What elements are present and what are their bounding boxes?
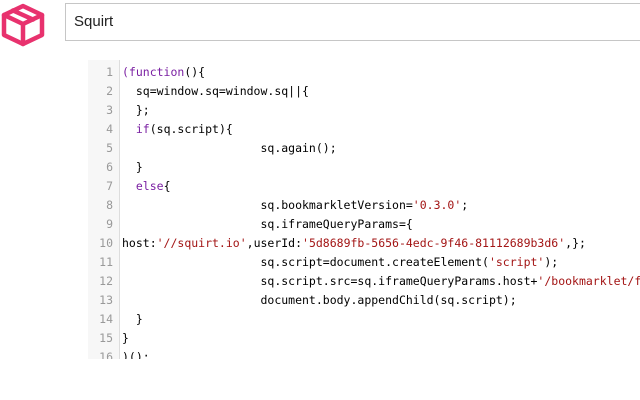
code-token: host: — [122, 236, 157, 250]
line-number: 7 — [106, 179, 113, 193]
code-text: document.body.appendChild(sq.script); — [122, 291, 517, 310]
code-text: else{ — [122, 177, 171, 196]
code-string: '5d8689fb-5656-4edc-9f46-81112689b3d6' — [302, 236, 566, 250]
code-keyword: if — [135, 122, 150, 136]
code-string: 'script' — [488, 255, 545, 269]
code-token: }; — [122, 103, 150, 117]
code-line: 14 } — [88, 310, 640, 329]
code-text: (function(){ — [122, 63, 205, 82]
code-line: 13 document.body.appendChild(sq.script); — [88, 291, 640, 310]
line-number: 12 — [99, 274, 113, 288]
code-token: )(); — [122, 350, 150, 359]
code-line: 7 else{ — [88, 177, 640, 196]
code-string: '//squirt.io' — [156, 236, 247, 250]
title-text: Squirt — [74, 13, 114, 30]
code-text: sq.bookmarkletVersion='0.3.0'; — [122, 196, 468, 215]
line-number: 5 — [106, 141, 113, 155]
code-token: sq.script=document.createElement( — [122, 255, 489, 269]
code-token: } — [122, 160, 143, 174]
code-token: ,userId: — [246, 236, 303, 250]
code-token: ,}; — [565, 236, 586, 250]
line-number: 2 — [106, 84, 113, 98]
code-token: { — [163, 179, 171, 193]
code-text: )(); — [122, 348, 150, 359]
code-line: 3 }; — [88, 101, 640, 120]
code-token: } — [122, 331, 129, 345]
line-number: 14 — [99, 312, 113, 326]
code-string: '0.3.0' — [412, 198, 462, 212]
line-number: 15 — [99, 331, 113, 345]
code-token: sq.script.src=sq.iframeQueryParams.host+ — [122, 274, 538, 288]
line-number: 10 — [99, 236, 113, 250]
code-text: sq.script=document.createElement('script… — [122, 253, 558, 272]
code-text: sq.again(); — [122, 139, 337, 158]
code-token: ; — [461, 198, 469, 212]
line-number: 11 — [99, 255, 113, 269]
line-number: 4 — [106, 122, 113, 136]
code-lines: 1(function(){2 sq=window.sq=window.sq||{… — [88, 63, 640, 359]
code-line: 5 sq.again(); — [88, 139, 640, 158]
code-token: (sq.script){ — [149, 122, 233, 136]
code-line: 11 sq.script=document.createElement('scr… — [88, 253, 640, 272]
code-token: document.body.appendChild(sq.script); — [122, 293, 517, 307]
line-number: 3 — [106, 103, 113, 117]
code-line: 16 )(); — [88, 348, 640, 359]
code-token: sq.again(); — [122, 141, 337, 155]
code-text: } — [122, 310, 143, 329]
code-token: (){ — [184, 65, 206, 79]
code-text: sq.script.src=sq.iframeQueryParams.host+… — [122, 272, 640, 291]
code-editor[interactable]: 1(function(){2 sq=window.sq=window.sq||{… — [88, 60, 640, 359]
code-token: } — [122, 312, 143, 326]
code-line: 9 sq.iframeQueryParams={ — [88, 215, 640, 234]
title-field[interactable]: Squirt — [65, 3, 640, 41]
code-line: 6 } — [88, 158, 640, 177]
code-text: } — [122, 158, 143, 177]
code-text: sq.iframeQueryParams={ — [122, 215, 413, 234]
line-number: 1 — [106, 65, 113, 79]
code-token: ); — [544, 255, 559, 269]
code-keyword: (function — [122, 65, 185, 79]
line-number: 9 — [106, 217, 113, 231]
line-number: 13 — [99, 293, 113, 307]
line-number: 16 — [99, 350, 113, 359]
cube-icon — [0, 3, 46, 47]
line-number-gutter — [88, 60, 120, 359]
code-token: sq=window.sq=window.sq||{ — [122, 84, 309, 98]
code-line: 4 if(sq.script){ — [88, 120, 640, 139]
code-token: sq.bookmarkletVersion= — [122, 198, 413, 212]
line-number: 8 — [106, 198, 113, 212]
code-token — [122, 122, 136, 136]
code-line: 1 (function(){ — [88, 63, 640, 82]
code-line: 10 host:'//squirt.io',userId:'5d8689fb-56… — [88, 234, 640, 253]
code-line: 15} — [88, 329, 640, 348]
page-bottom — [0, 359, 640, 400]
code-text: host:'//squirt.io',userId:'5d8689fb-5656… — [122, 234, 586, 253]
code-keyword: else — [135, 179, 164, 193]
code-text: } — [122, 329, 129, 348]
code-token: sq.iframeQueryParams={ — [122, 217, 413, 231]
code-text: sq=window.sq=window.sq||{ — [122, 82, 309, 101]
code-token — [122, 179, 136, 193]
code-line: 2 sq=window.sq=window.sq||{ — [88, 82, 640, 101]
code-line: 12 sq.script.src=sq.iframeQueryParams.ho… — [88, 272, 640, 291]
code-string: '/bookmarklet/frame.outer.js' — [537, 274, 640, 288]
line-number: 6 — [106, 160, 113, 174]
code-text: }; — [122, 101, 150, 120]
code-line: 8 sq.bookmarkletVersion='0.3.0'; — [88, 196, 640, 215]
code-text: if(sq.script){ — [122, 120, 233, 139]
